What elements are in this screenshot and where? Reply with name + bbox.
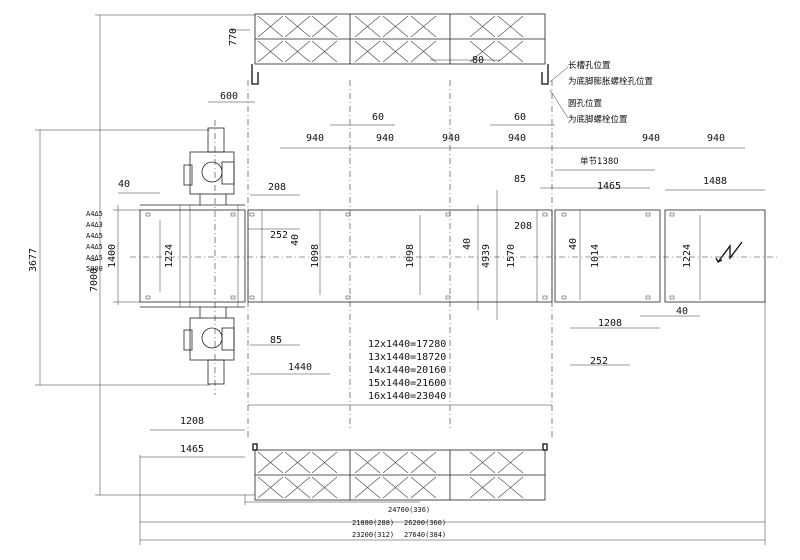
dimension-labels: 770 80 600 60 60 940 940 940 940 940 940… [28,28,727,455]
dim-4939: 4939 [481,244,492,268]
dim-40-mid2: 40 [462,238,473,250]
dim-85-bottom: 85 [270,335,282,346]
conveyor-body [139,204,766,308]
dim-1488: 1488 [703,176,727,187]
internal-dimension-lines [118,29,765,458]
note-slot-bolt: 为底脚膨胀螺栓孔位置 [568,76,654,87]
dim-40-right: 40 [568,238,579,250]
leader-annotations: 长槽孔位置 为底脚膨胀螺栓孔位置 圆孔位置 为底脚螺栓位置 [568,60,654,125]
dim-1224-left: 1224 [164,244,175,268]
dim-1098-b: 1098 [405,244,416,268]
dim-770: 770 [228,28,239,46]
note-round-bolt: 为底脚螺栓位置 [568,114,628,125]
total-23200: 23200(312) [352,531,394,539]
dim-940-4: 940 [508,133,526,144]
length-row-13: 13x1440=18720 [368,352,446,363]
overall-dimension-lines [35,14,766,545]
note-round-hole: 圆孔位置 [568,98,603,109]
total-27640: 27640(384) [404,531,446,539]
dim-1014: 1014 [590,244,601,268]
length-row-16: 16x1440=23040 [368,391,446,402]
dim-940-1: 940 [306,133,324,144]
drive-motor-bottom [183,307,235,385]
dim-600: 600 [220,91,238,102]
dim-3677: 3677 [28,248,39,272]
dim-85-top: 85 [514,174,526,185]
total-26200: 26200(360) [404,519,446,527]
dim-7000: 7000（ [88,258,100,292]
length-table: 12x1440=17280 13x1440=18720 14x1440=2016… [368,339,446,402]
length-row-14: 14x1440=20160 [368,365,446,376]
dim-1465-bottom: 1465 [180,444,204,455]
svg-text:A4∆5: A4∆5 [86,243,103,251]
dim-1208-bottom: 1208 [180,416,204,427]
dim-1570: 1570 [506,244,517,268]
svg-text:5000: 5000 [86,265,103,273]
dim-208-left: 208 [268,182,286,193]
dim-60-left: 60 [372,112,384,123]
dim-252-bottom: 252 [590,356,608,367]
dim-40-bottom-right: 40 [676,306,688,317]
dim-940-5: 940 [642,133,660,144]
centerlines [130,80,780,440]
bolt-brackets [251,64,569,119]
dim-40-mid1: 40 [290,234,301,246]
bottom-grating [252,443,548,501]
svg-text:A4∆5: A4∆5 [86,232,103,240]
dim-252-top: 252 [270,230,288,241]
dim-1098-a: 1098 [310,244,321,268]
svg-text:A4∆3: A4∆3 [86,221,103,229]
note-slot-hole: 长槽孔位置 [568,60,611,71]
length-row-15: 15x1440=21600 [368,378,446,389]
drive-motor-top [183,127,235,205]
weld-notes: A4∆5 A4∆3 A4∆5 A4∆5 A4∆5 5000 [86,210,103,273]
dim-1208-right: 1208 [598,318,622,329]
dim-1400: 1400 [107,244,118,268]
dim-940-3: 940 [442,133,460,144]
flow-direction-icon [717,241,743,263]
dim-1440: 1440 [288,362,312,373]
dim-80: 80 [472,55,484,66]
dim-unit-section: 单节1380 [580,156,619,167]
dim-940-6: 940 [707,133,725,144]
top-grating [254,13,546,65]
total-21880: 21880(288) [352,519,394,527]
total-lengths: 24760(336) 21880(288) 26200(360) 23200(3… [352,506,446,539]
dim-60-right: 60 [514,112,526,123]
total-24760: 24760(336) [388,506,430,514]
dim-208-right: 208 [514,221,532,232]
dim-1224-right: 1224 [682,244,693,268]
svg-text:A4∆5: A4∆5 [86,210,103,218]
dim-40-left: 40 [118,179,130,190]
length-row-12: 12x1440=17280 [368,339,446,350]
dim-940-2: 940 [376,133,394,144]
svg-text:A4∆5: A4∆5 [86,254,103,262]
dim-1465-top: 1465 [597,181,621,192]
